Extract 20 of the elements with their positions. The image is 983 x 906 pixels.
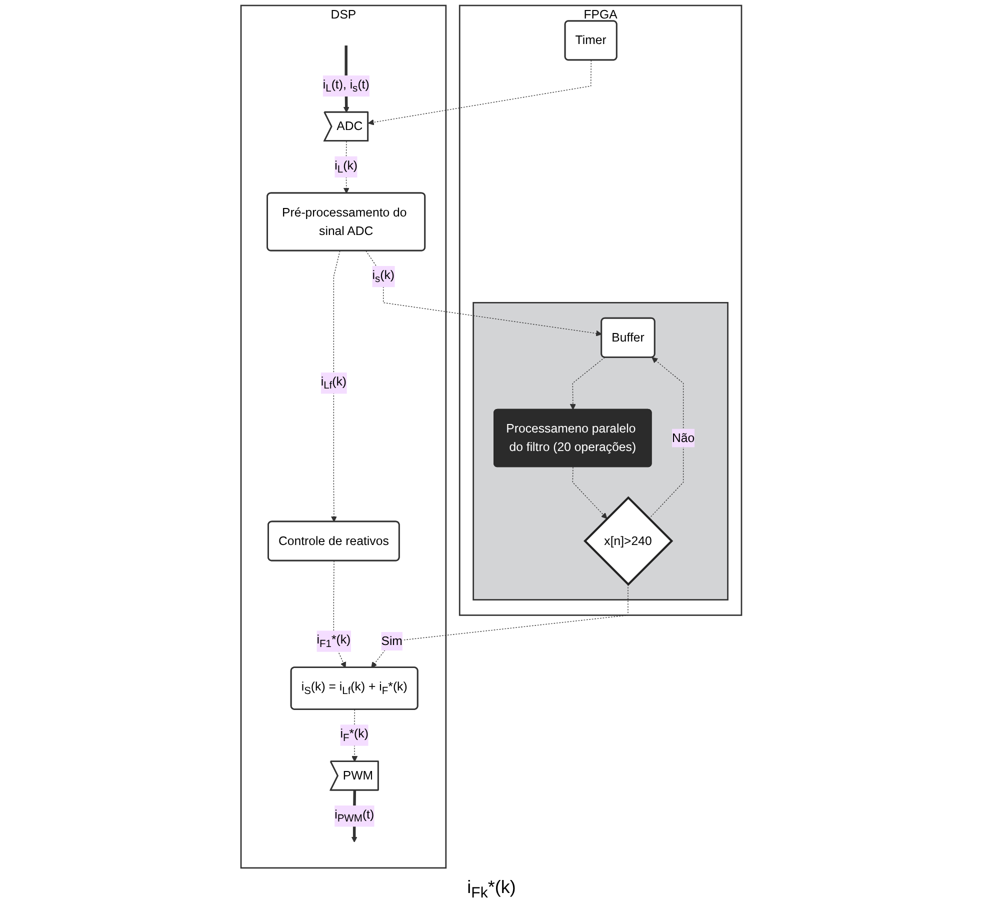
arrow (648, 357, 684, 520)
cluster (472, 302, 729, 600)
signal-label: i$_{Fk}$*(k) (467, 877, 516, 898)
arrow (371, 584, 629, 668)
edge-label: Não (672, 430, 695, 445)
arrow (368, 60, 592, 126)
arrow (572, 466, 608, 519)
node-diamond: x[n]>240 (584, 496, 674, 586)
edge-label: i$_{PWM}$(t) (334, 808, 374, 824)
edge-label: i$_{F1}$*(k) (316, 632, 351, 650)
edge-label: Sim (381, 634, 403, 648)
arrow (366, 250, 602, 336)
arrow (570, 357, 606, 410)
edge-label: i$_{L}$(k) (334, 158, 358, 176)
edge-label: i$_{s}$(k) (372, 268, 395, 285)
arrow (331, 250, 341, 522)
edge-label: i$_{Lf}$(k) (321, 374, 347, 392)
arrow (344, 140, 350, 194)
edge-label: i$_{L}$(t), i$_{s}$(t) (323, 77, 370, 94)
edge-label: i$_{F}$*(k) (340, 726, 369, 744)
